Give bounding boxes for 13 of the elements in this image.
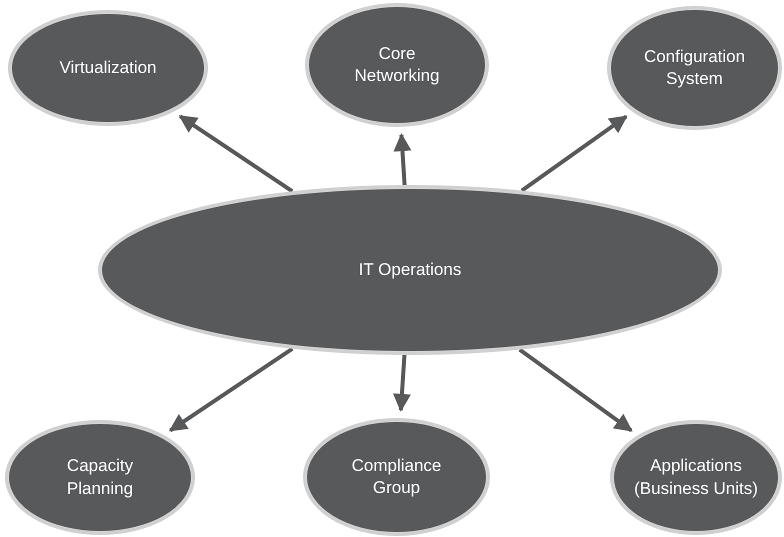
node-label: Applications (Business Units) <box>633 455 759 500</box>
node-label: Configuration System <box>642 46 746 90</box>
node-label: Core Networking <box>353 42 441 87</box>
node-label: Compliance Group <box>350 454 442 499</box>
arrow <box>178 114 294 193</box>
node-label: IT Operations <box>358 258 462 281</box>
arrow <box>518 348 633 432</box>
node-label: Capacity Planning <box>66 455 134 500</box>
arrow <box>520 114 628 192</box>
arrow <box>392 354 411 412</box>
arrow <box>393 133 412 186</box>
arrow <box>168 347 294 432</box>
node-label: Virtualization <box>59 56 157 79</box>
